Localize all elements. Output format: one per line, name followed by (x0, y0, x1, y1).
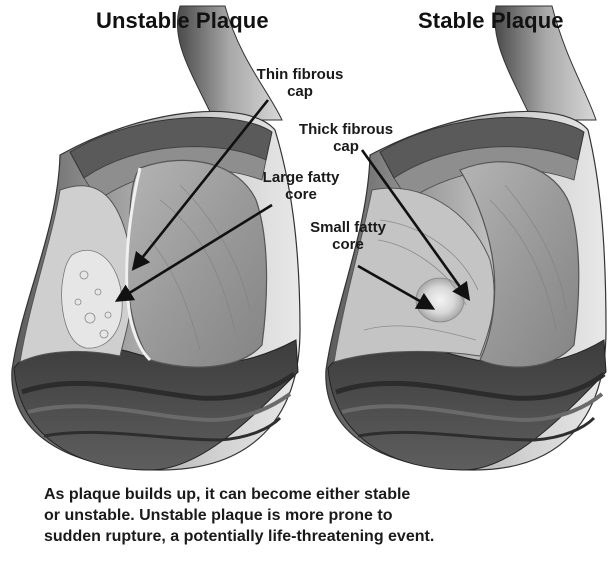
unstable-plaque-title: Unstable Plaque (96, 8, 269, 34)
stable-plaque-title: Stable Plaque (418, 8, 564, 34)
thick-fibrous-cap-label: Thick fibrous cap (270, 121, 422, 155)
caption-line-3: sudden rupture, a potentially life-threa… (44, 526, 604, 547)
thin-fibrous-cap-label: Thin fibrous cap (236, 66, 364, 100)
caption-line-1: As plaque builds up, it can become eithe… (44, 484, 604, 505)
caption-line-2: or unstable. Unstable plaque is more pro… (44, 505, 604, 526)
small-fatty-core-label: Small fatty core (284, 219, 412, 253)
large-fatty-core-label: Large fatty core (242, 169, 360, 203)
figure-caption: As plaque builds up, it can become eithe… (44, 484, 604, 547)
